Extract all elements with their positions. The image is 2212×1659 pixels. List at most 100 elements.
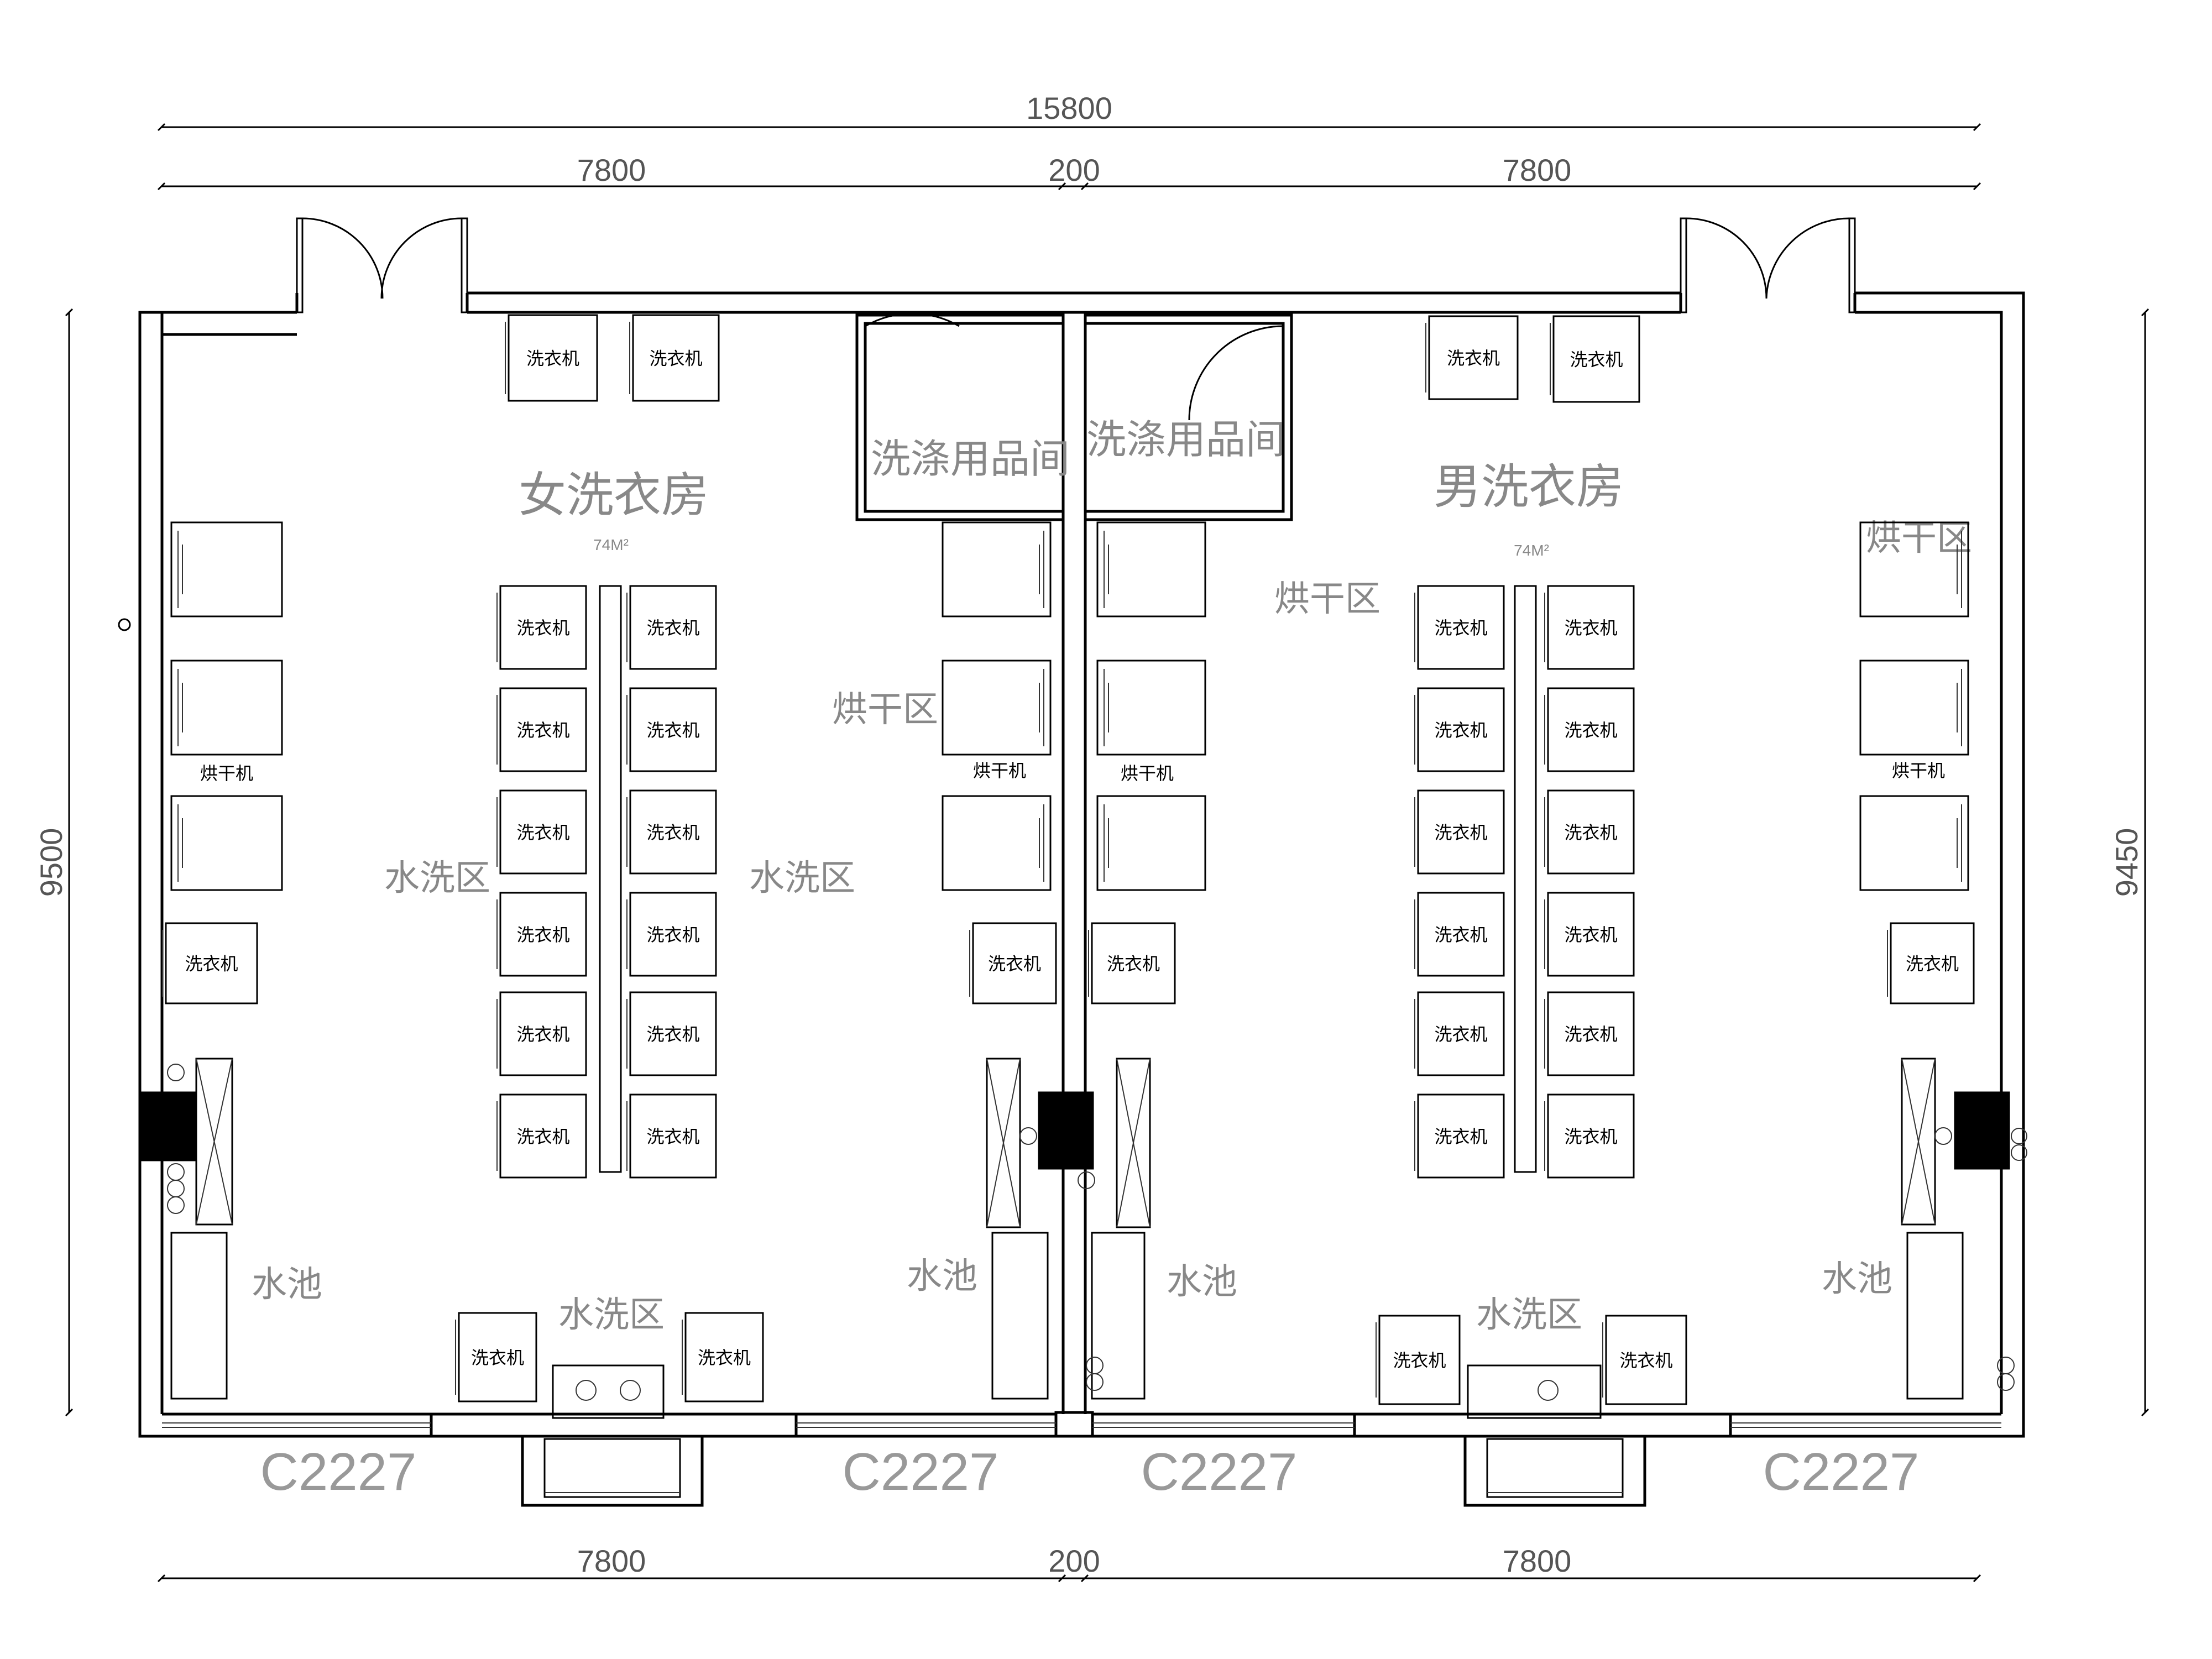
sink-unit-2 bbox=[986, 1058, 1095, 1400]
zone-sink-1: 水池 bbox=[252, 1264, 322, 1305]
washer-5: 洗衣机 bbox=[496, 585, 587, 670]
washer-4: 洗衣机 bbox=[1550, 315, 1640, 403]
men-laundry-area: 74M² bbox=[1514, 542, 1549, 559]
dryer-3 bbox=[170, 795, 283, 891]
washer-label: 洗衣机 bbox=[1564, 720, 1617, 741]
washer-label: 洗衣机 bbox=[1434, 822, 1487, 843]
zone-drying-1: 烘干区 bbox=[1274, 579, 1380, 620]
washer-label: 洗衣机 bbox=[516, 1024, 569, 1045]
washer-29: 洗衣机 bbox=[162, 922, 258, 1004]
dim-right-label: 7800 bbox=[1503, 153, 1572, 187]
storage-room-right: 洗涤用品间 bbox=[1084, 313, 1293, 521]
washer-13: 洗衣机 bbox=[496, 991, 587, 1076]
washer-label: 洗衣机 bbox=[516, 720, 569, 741]
washer-label: 洗衣机 bbox=[646, 720, 699, 741]
washer-14: 洗衣机 bbox=[626, 991, 717, 1076]
washer-21: 洗衣机 bbox=[1414, 789, 1505, 875]
washer-label: 洗衣机 bbox=[698, 1347, 751, 1368]
washer-12: 洗衣机 bbox=[626, 892, 717, 977]
washer-group: 洗衣机洗衣机洗衣机洗衣机洗衣机洗衣机洗衣机洗衣机洗衣机洗衣机洗衣机洗衣机洗衣机洗… bbox=[162, 314, 1975, 1405]
washer-label: 洗衣机 bbox=[1564, 1024, 1617, 1045]
window-code-4: C2227 bbox=[1763, 1442, 1920, 1501]
storage-right-label: 洗涤用品间 bbox=[1086, 416, 1285, 463]
washer-label: 洗衣机 bbox=[526, 348, 579, 369]
dim-overall-label: 15800 bbox=[1026, 91, 1112, 125]
washer-label: 洗衣机 bbox=[1570, 349, 1623, 370]
washer-28: 洗衣机 bbox=[1544, 1093, 1635, 1179]
dryer-5 bbox=[942, 660, 1052, 756]
zone-sink-4: 水池 bbox=[1822, 1259, 1892, 1300]
washer-35: 洗衣机 bbox=[1376, 1315, 1461, 1405]
washer-label: 洗衣机 bbox=[1107, 954, 1160, 975]
dim-left-height-label: 9500 bbox=[34, 828, 69, 897]
dryer-8 bbox=[1096, 660, 1206, 756]
dryer-12 bbox=[1859, 795, 1969, 891]
zone-washing-1: 水洗区 bbox=[384, 858, 490, 899]
women-laundry-title: 女洗衣房 bbox=[519, 468, 709, 523]
washer-label: 洗衣机 bbox=[1434, 924, 1487, 945]
sink-unit-3 bbox=[1086, 1058, 1151, 1400]
washer-label: 洗衣机 bbox=[649, 348, 702, 369]
entrance-door-left bbox=[296, 217, 468, 313]
sink-unit-4 bbox=[1901, 1058, 2027, 1400]
washer-label: 洗衣机 bbox=[471, 1347, 524, 1368]
washer-19: 洗衣机 bbox=[1414, 687, 1505, 772]
washer-label: 洗衣机 bbox=[1906, 954, 1959, 975]
washer-25: 洗衣机 bbox=[1414, 991, 1505, 1076]
dryer-10 bbox=[1859, 521, 1969, 617]
washer-label: 洗衣机 bbox=[1564, 822, 1617, 843]
zone-sink-2: 水池 bbox=[907, 1256, 977, 1297]
washer-label: 洗衣机 bbox=[988, 954, 1041, 975]
dim-bottom-left-label: 7800 bbox=[577, 1543, 646, 1578]
dryer-2 bbox=[170, 660, 283, 756]
storage-left-label: 洗涤用品间 bbox=[871, 436, 1070, 482]
washer-label: 洗衣机 bbox=[516, 617, 569, 639]
washer-15: 洗衣机 bbox=[496, 1093, 587, 1179]
window-code-3: C2227 bbox=[1141, 1442, 1298, 1501]
outlet-marker bbox=[118, 618, 131, 631]
washer-label: 洗衣机 bbox=[185, 954, 238, 975]
washer-label: 洗衣机 bbox=[1393, 1350, 1446, 1371]
dryer-11 bbox=[1859, 660, 1969, 756]
washer-label: 洗衣机 bbox=[1564, 617, 1617, 639]
washer-2: 洗衣机 bbox=[629, 314, 720, 402]
washer-36: 洗衣机 bbox=[1602, 1315, 1687, 1405]
dim-gap-label: 200 bbox=[1048, 153, 1100, 187]
washer-26: 洗衣机 bbox=[1544, 991, 1635, 1076]
zone-labels: 烘干区 烘干区 烘干区 水洗区 水洗区 水洗区 水洗区 水池 水池 水池 水池 bbox=[252, 518, 1972, 1336]
washer-label: 洗衣机 bbox=[646, 822, 699, 843]
zone-sink-3: 水池 bbox=[1167, 1262, 1237, 1302]
washer-label: 洗衣机 bbox=[1619, 1350, 1672, 1371]
dryer-label-4: 烘干机 bbox=[1892, 760, 1945, 781]
women-laundry-area: 74M² bbox=[593, 536, 629, 553]
washer-label: 洗衣机 bbox=[516, 822, 569, 843]
washer-label: 洗衣机 bbox=[1564, 1126, 1617, 1147]
washer-row-divider-left bbox=[599, 585, 622, 1173]
washer-label: 洗衣机 bbox=[516, 924, 569, 945]
dryer-7 bbox=[1096, 521, 1206, 617]
washer-27: 洗衣机 bbox=[1414, 1093, 1505, 1179]
dimension-left-height: 9500 bbox=[34, 308, 74, 1417]
washer-9: 洗衣机 bbox=[496, 789, 587, 875]
dimension-top-split: 7800 200 7800 bbox=[157, 153, 1981, 191]
washer-1: 洗衣机 bbox=[505, 314, 598, 402]
dimension-bottom-split: 7800 200 7800 bbox=[157, 1543, 1981, 1583]
dryer-label-2: 烘干机 bbox=[973, 760, 1026, 781]
zone-drying-2: 烘干区 bbox=[832, 689, 938, 730]
washer-label: 洗衣机 bbox=[646, 617, 699, 639]
dimension-right-height: 9450 bbox=[2109, 308, 2150, 1417]
washer-17: 洗衣机 bbox=[1414, 585, 1505, 670]
dryer-4 bbox=[942, 521, 1052, 617]
washer-label: 洗衣机 bbox=[1434, 1126, 1487, 1147]
sink-unit-1 bbox=[139, 1058, 233, 1400]
dim-bottom-gap-label: 200 bbox=[1048, 1543, 1100, 1578]
washer-23: 洗衣机 bbox=[1414, 892, 1505, 977]
washer-10: 洗衣机 bbox=[626, 789, 717, 875]
washer-30: 洗衣机 bbox=[969, 922, 1057, 1004]
window-code-2: C2227 bbox=[843, 1442, 999, 1501]
washer-label: 洗衣机 bbox=[1564, 924, 1617, 945]
entrance-door-right bbox=[1680, 217, 1856, 313]
dryer-6 bbox=[942, 795, 1052, 891]
zone-washing-3: 水洗区 bbox=[558, 1295, 665, 1336]
